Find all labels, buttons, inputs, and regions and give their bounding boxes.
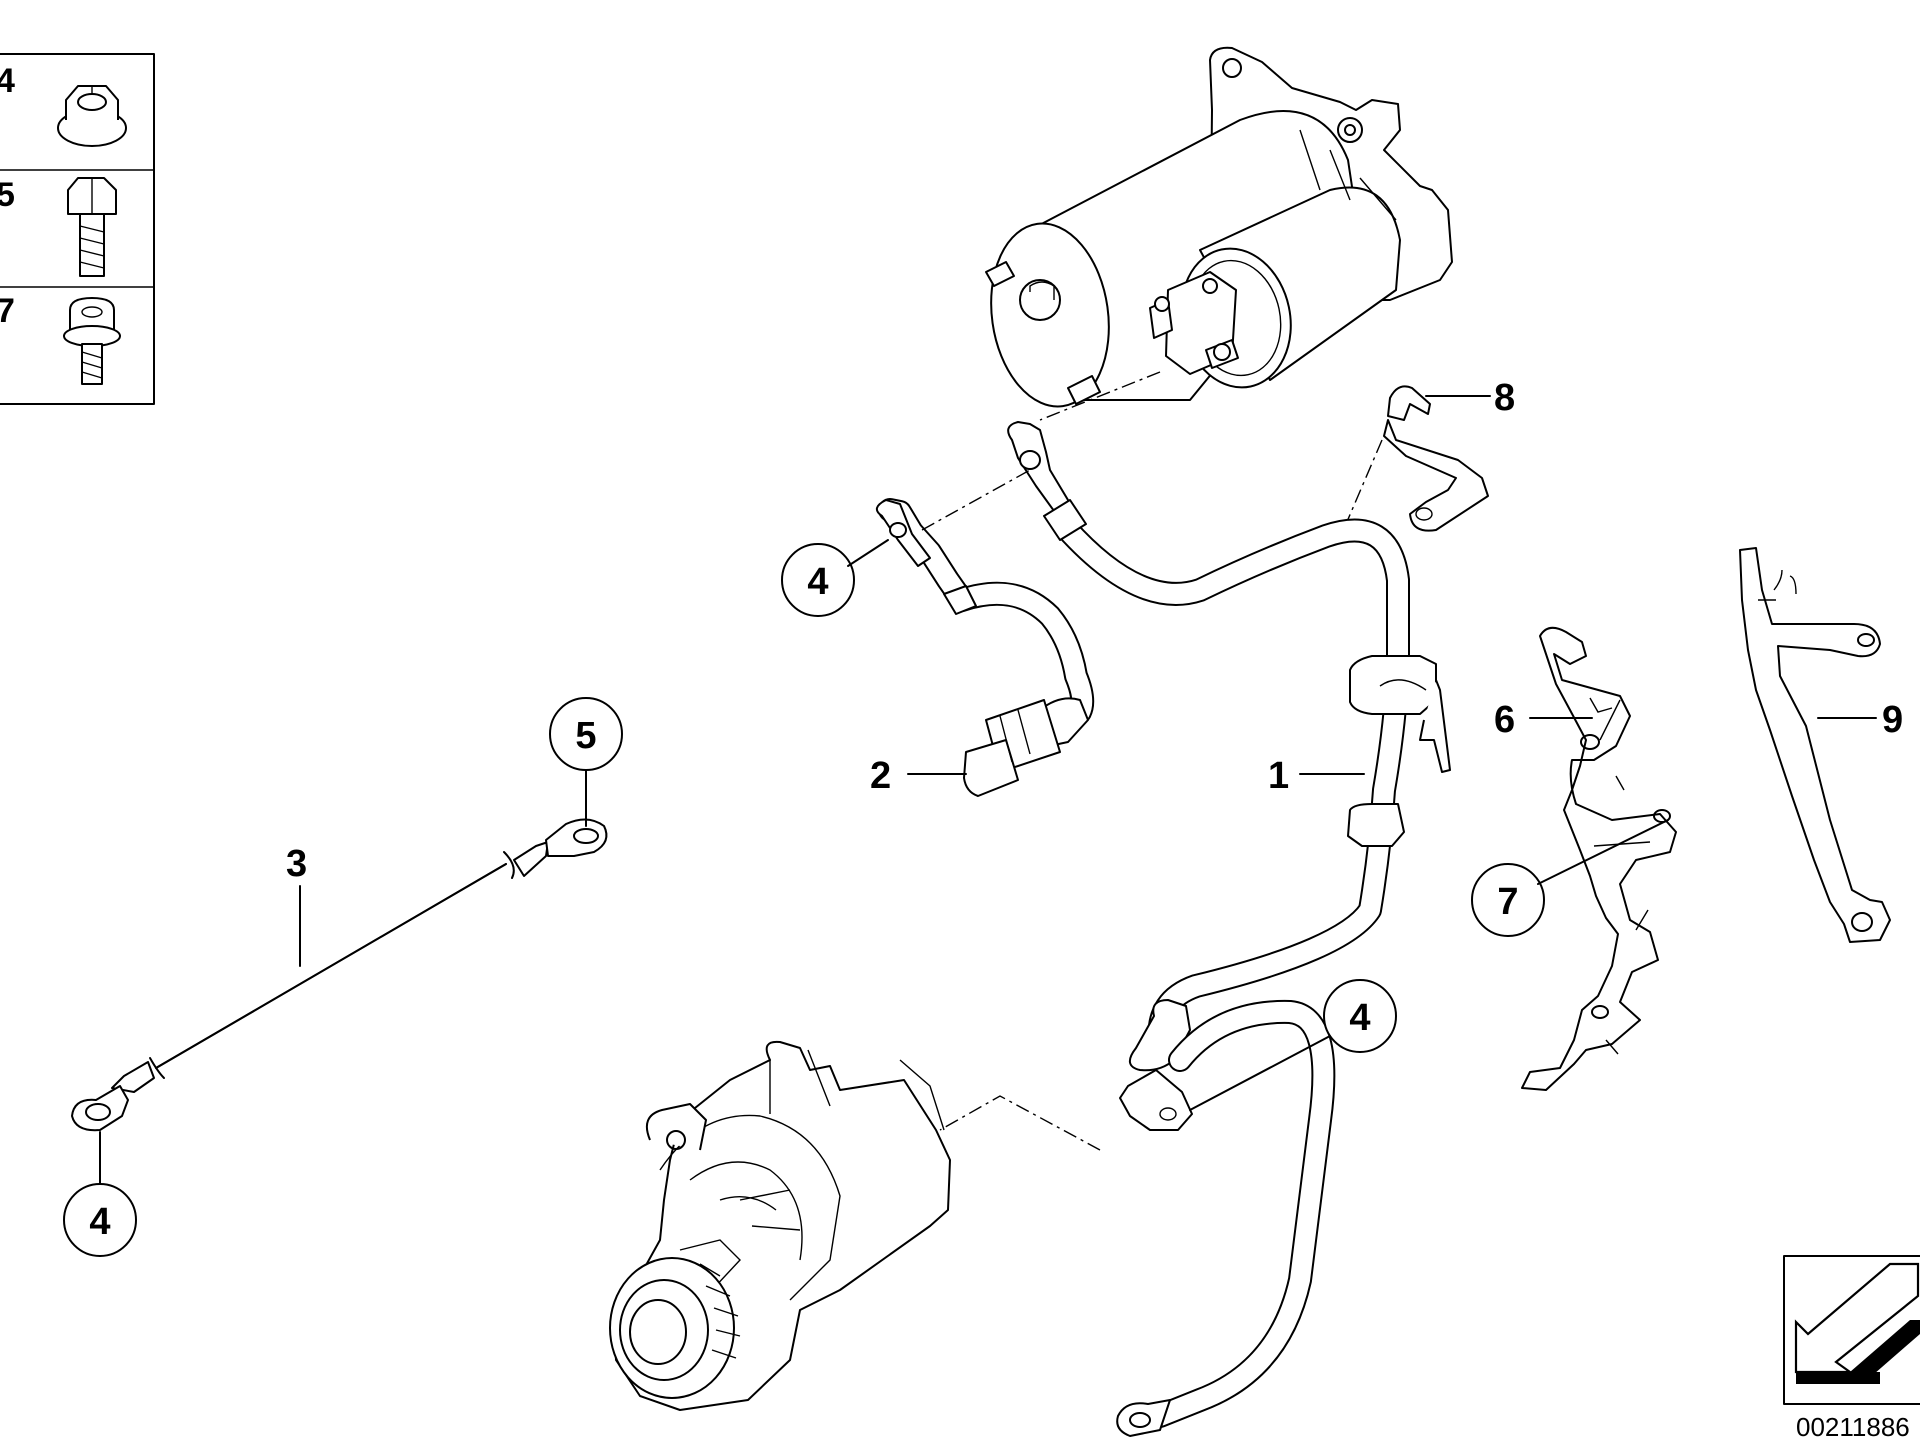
bracket-8	[1383, 385, 1491, 532]
callout-4-lower-left: 4	[89, 1201, 110, 1243]
legend-num-7: 7	[0, 292, 15, 330]
legend-num-4: 4	[0, 62, 15, 100]
alternator	[609, 1040, 951, 1411]
callout-2: 2	[870, 755, 891, 797]
callout-8: 8	[1494, 377, 1515, 419]
document-number: 00211886	[1796, 1412, 1910, 1440]
main-cable-1	[1007, 421, 1451, 1131]
ground-cable	[1116, 999, 1336, 1437]
fastener-legend: 4 5 7	[0, 53, 155, 405]
bracket-9	[1739, 547, 1891, 943]
callout-1: 1	[1268, 755, 1289, 797]
flange-nut-icon	[57, 85, 127, 147]
cable-3	[71, 818, 608, 1132]
flange-screw-icon	[63, 297, 121, 385]
callouts: 8 4 2 1 6 9 7 5 3 4 4	[63, 377, 1903, 1257]
bracket-6-7	[1521, 626, 1677, 1091]
hex-bolt-icon	[67, 177, 117, 277]
callout-7: 7	[1497, 881, 1518, 923]
starter-motor	[985, 46, 1453, 408]
arrow-icon	[1794, 1262, 1920, 1384]
callout-3: 3	[286, 843, 307, 885]
callout-4-upper: 4	[807, 561, 828, 603]
callout-5: 5	[575, 715, 596, 757]
document-badge: 00211886	[1783, 1255, 1920, 1440]
sensor-cable-2	[875, 498, 1095, 797]
callout-6: 6	[1494, 699, 1515, 741]
callout-4-lower-right: 4	[1349, 997, 1370, 1039]
callout-9: 9	[1882, 699, 1903, 741]
legend-num-5: 5	[0, 176, 15, 214]
